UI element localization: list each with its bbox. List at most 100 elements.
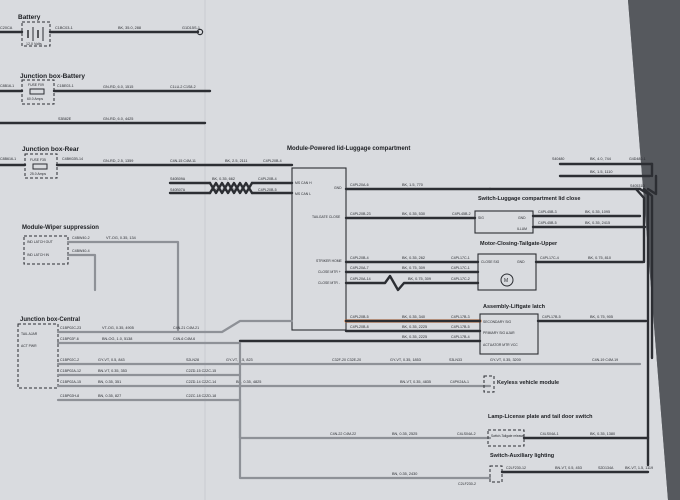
connector-label: C4PL17B-5 — [542, 315, 561, 319]
motor-title: Motor-Closing-Tailgate-Upper — [480, 241, 558, 247]
connector-label: C4PL20B-4 — [263, 159, 282, 163]
connector-label: C4PL20A-14 — [350, 277, 371, 281]
twisted-pair — [208, 181, 254, 195]
pin-label: IND LATCH IN — [27, 253, 50, 257]
wire-label: BN, 0.35, 351 — [98, 380, 121, 384]
gray-wire — [238, 398, 492, 440]
aux-box — [489, 465, 503, 483]
ground-icon — [196, 28, 204, 36]
connector-label: C4N-15 C4M-11 — [170, 159, 196, 163]
connector-label: C4N-22 C4M-22 — [330, 432, 356, 436]
wire-label: BK, 4.0, 744 — [590, 157, 611, 161]
switch-title: Switch-Luggage compartment lid close — [478, 196, 580, 202]
connector-label: C2ZD-15 C2ZC-15 — [186, 369, 216, 373]
latch-box — [479, 313, 539, 355]
pin-label: ILLUM — [517, 227, 527, 231]
connector-label: C4PL45B-2 — [452, 212, 471, 216]
pin-label: ACTUATOR MTR VCC — [483, 343, 518, 347]
pin-label: TAIL AJAR — [21, 332, 38, 336]
wire-label: BK, 0.35, 662 — [212, 177, 235, 181]
wire-label: VT-OG, 0.35, 4905 — [102, 326, 134, 330]
connector-label: C2ZC-18 C2ZD-18 — [186, 394, 216, 398]
fuse-icon — [29, 88, 45, 95]
liftgate-latch-section: Assembly-Liftgate latch SECONDARY SIG PR… — [479, 304, 648, 355]
connector-label: C4PL17B-3 — [451, 315, 470, 319]
splice-label: S2LN28 — [186, 358, 199, 362]
wire-label: VT-OG, 0.35, 134 — [106, 236, 136, 240]
wire-label: BK, 0.35, 530 — [402, 212, 425, 216]
wire-label: BK, 0.35, 1095 — [585, 210, 610, 214]
wire-label: GY-VT, 0.35, 3200 — [490, 358, 521, 362]
wiper-title: Module-Wiper suppression — [22, 225, 99, 231]
connector-label: C4PL20B-4 — [258, 177, 277, 181]
fuse-icon — [32, 163, 48, 170]
splice-label: S2D134A — [598, 466, 614, 470]
battery-title: Battery — [18, 14, 41, 21]
pin-label: IND LATCH OUT — [27, 240, 53, 244]
connector-label: C4BW40-4 — [72, 249, 90, 253]
connector-label: C2ZD-14 C2ZC-14 — [186, 380, 216, 384]
module-output-wires: C4PL20A-6 BK, 1.5, 770 C4PL20B-23 BK, 0.… — [238, 183, 492, 343]
splice-label: S40531D — [630, 184, 645, 188]
pin-label: ACT PWR — [21, 344, 37, 348]
connector-label: C4LS04A-2 — [457, 432, 476, 436]
wire-label: BK, 0.75, 309 — [402, 266, 425, 270]
connector-label: C4PL20B-5 — [258, 188, 277, 192]
wire-label: BK, 0.35, 2225 — [402, 335, 427, 339]
wire-label: GY-VT, 0.35, 1853 — [390, 358, 421, 362]
wire-label: BN, 0.35, 2430 — [392, 472, 417, 476]
motor-box — [477, 253, 537, 291]
wire-label: BN-OG, 1.0, 5138 — [102, 337, 132, 341]
connector-label: C4PL17B-4 — [451, 335, 470, 339]
splice-label: S40480 — [552, 157, 564, 161]
connector-label: C1BP02H-8 — [60, 394, 79, 398]
pin-label: GND — [334, 186, 342, 190]
splice-label: S3LN33 — [449, 358, 462, 362]
pin-label: MS CAN L — [295, 192, 311, 196]
battery-section: Battery 12.0 Volts C20CA C1BC03-1 BK, 35… — [0, 14, 204, 47]
junction-box-rear-section: Junction box-Rear FUSE F35 25.0 Amps C8B… — [0, 146, 294, 179]
lamp-title: Lamp-License plate and tail door switch — [488, 414, 593, 420]
wire — [634, 187, 646, 264]
ground-label: G4D480-1 — [629, 157, 646, 161]
connector-label: C4PL17B-5 — [451, 325, 470, 329]
wire-label: BK, 0.35, 1380 — [590, 432, 615, 436]
keyless-section: Keyless vehicle module — [483, 375, 559, 393]
connector-label: C4PL45B-5 — [538, 221, 557, 225]
keyless-box — [483, 375, 495, 393]
wire-label: BK, 0.35, 2415 — [585, 221, 610, 225]
connector-label: C1BC03-1 — [55, 26, 73, 30]
wire-label: GN-RD, 6.0, 4425 — [103, 117, 133, 121]
wire-label: BK, 0.75, 905 — [590, 315, 613, 319]
connector-label: C32F-20 C32E-20 — [332, 358, 361, 362]
lamp-box — [487, 429, 525, 447]
pin-label: CLOSE MTR - — [318, 281, 340, 285]
splice-label: S40B09A — [170, 177, 186, 181]
motor-closing-section: Motor-Closing-Tailgate-Upper CLOSE SIG G… — [477, 241, 645, 291]
wiper-box — [23, 235, 69, 265]
motor-icon — [500, 273, 514, 287]
ground-bus: S40480 BK, 4.0, 744 G4D480-1 BK, 1.5, 11… — [488, 157, 658, 467]
wire-label: GN-RD, 2.5, 1359 — [103, 159, 133, 163]
wire-label: BK, 0.75, 810 — [588, 256, 611, 260]
wire-label: BK-VT, 1.5, 1119 — [625, 466, 653, 470]
pin-label: TAILGATE CLOSE — [312, 215, 341, 219]
connector-label: C8B16-1 — [0, 84, 14, 88]
aux-title: Switch-Auxiliary lighting — [490, 453, 554, 459]
switch-luggage-section: Switch-Luggage compartment lid close SIG… — [474, 196, 647, 234]
wire-label: BK, 35.0, 288 — [118, 26, 141, 30]
connector-label: C4PL17C-1 — [451, 256, 470, 260]
connector-label: C1BP02A-15 — [60, 380, 81, 384]
connector-label: C4PL45B-3 — [538, 210, 557, 214]
wire-label: BK, 1.5, 770 — [402, 183, 423, 187]
fuse-amps: 25.0 Amps — [30, 172, 46, 176]
can-bus-wires: S40B09A S40B07A BK, 0.35, 662 BK, 0.35, … — [168, 177, 294, 195]
switch-aux-section: Switch-Auxiliary lighting BN, 0.35, 2430… — [392, 453, 653, 486]
background-edge — [628, 0, 680, 500]
wire-label: BN-VT, 0.35, 353 — [98, 369, 127, 373]
connector-label: C1LU-2 C1S8-2 — [170, 85, 196, 89]
wire-label: BN-VT, 0.35, 4835 — [400, 380, 431, 384]
connector-label: C4PL20A-6 — [350, 183, 369, 187]
